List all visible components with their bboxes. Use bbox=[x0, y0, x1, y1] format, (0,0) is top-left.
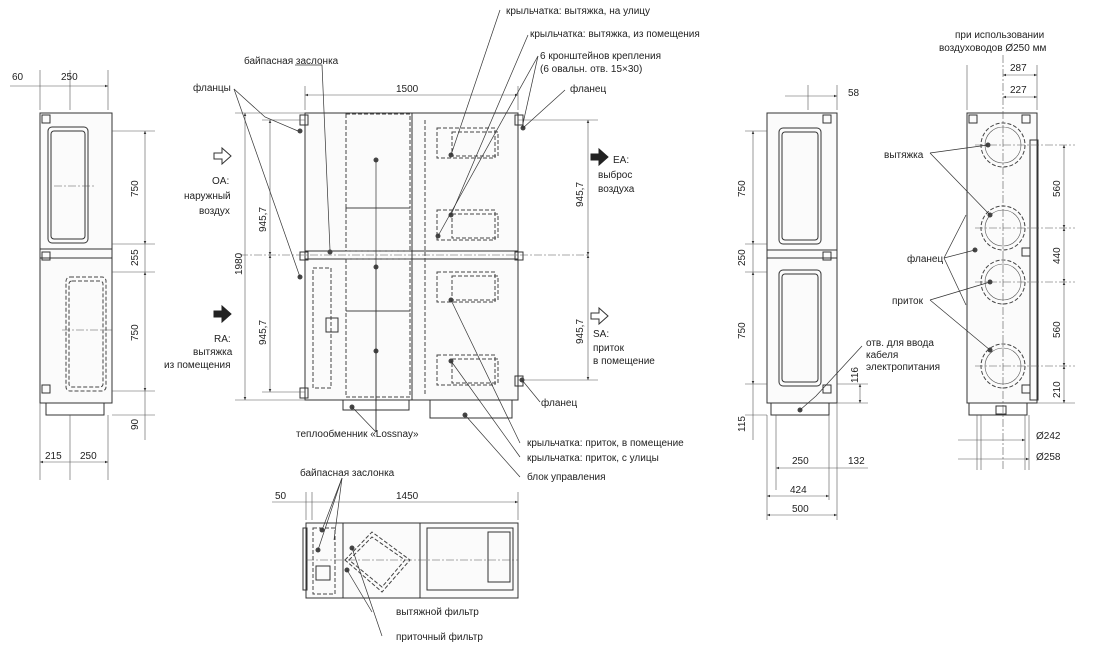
label-supply-filter: приточный фильтр bbox=[396, 631, 483, 643]
label-flange-r: фланец bbox=[907, 253, 943, 265]
callouts: байпасная заслонка фланцы крыльчатка: вы… bbox=[164, 6, 1046, 643]
dim-116: 116 bbox=[850, 367, 861, 383]
dim-945-d: 945,7 bbox=[575, 319, 586, 344]
dim-1980: 1980 bbox=[234, 252, 245, 275]
label-exhaust: вытяжка bbox=[884, 150, 924, 161]
label-fan-exhaust-outside: крыльчатка: вытяжка, на улицу bbox=[506, 6, 650, 17]
dim-60: 60 bbox=[12, 72, 24, 83]
dim-750-d: 750 bbox=[737, 322, 748, 339]
label-ea-2: выброс bbox=[598, 169, 632, 181]
label-bypass-damper: байпасная заслонка bbox=[244, 55, 339, 67]
ra-arrow-icon bbox=[213, 304, 232, 324]
dim-750-c: 750 bbox=[737, 180, 748, 197]
label-oa-1: OA: bbox=[212, 176, 229, 187]
label-sa-3: в помещение bbox=[593, 356, 655, 367]
dim-750-a: 750 bbox=[130, 180, 141, 197]
dim-945-b: 945,7 bbox=[258, 320, 269, 345]
dim-250-side: 250 bbox=[737, 249, 748, 266]
oa-arrow-icon bbox=[213, 146, 232, 166]
dim-210: 210 bbox=[1052, 381, 1063, 398]
dim-560-a: 560 bbox=[1052, 180, 1063, 197]
label-ea-3: воздуха bbox=[598, 184, 635, 195]
dim-287: 287 bbox=[1010, 63, 1027, 74]
side-view: 58 750 250 750 115 116 250 132 424 500 bbox=[737, 85, 868, 520]
label-oa-3: воздух bbox=[199, 206, 230, 217]
label-fan-supply-room: крыльчатка: приток, в помещение bbox=[527, 438, 684, 449]
dim-250-bottom: 250 bbox=[80, 451, 97, 462]
dim-424: 424 bbox=[790, 485, 807, 496]
dim-250-s2: 250 bbox=[792, 456, 809, 467]
dim-115: 115 bbox=[737, 416, 748, 432]
label-ducts-2: воздуховодов Ø250 мм bbox=[939, 43, 1046, 54]
dim-945-a: 945,7 bbox=[258, 207, 269, 232]
dim-1500: 1500 bbox=[396, 84, 419, 95]
label-sa-1: SA: bbox=[593, 329, 609, 340]
dim-250-top: 250 bbox=[61, 72, 78, 83]
left-end-view: 60 250 750 255 750 90 215 250 bbox=[10, 70, 155, 480]
label-flange: фланец bbox=[570, 83, 606, 95]
label-cable-2: кабеля bbox=[866, 349, 898, 361]
plan-view: 50 1450 bbox=[272, 477, 519, 637]
dim-560-b: 560 bbox=[1052, 321, 1063, 338]
label-ra-3: из помещения bbox=[164, 360, 231, 371]
right-end-view: 287 227 560 440 560 210 Ø242 Ø258 bbox=[929, 55, 1075, 470]
label-exhaust-filter: вытяжной фильтр bbox=[396, 606, 479, 618]
dim-500: 500 bbox=[792, 504, 809, 515]
dim-1450: 1450 bbox=[396, 491, 419, 502]
label-ra-1: RA: bbox=[214, 334, 231, 345]
label-ducts-1: при использовании bbox=[955, 30, 1044, 41]
dim-50: 50 bbox=[275, 491, 287, 502]
ea-arrow-icon bbox=[590, 147, 609, 167]
label-control-unit: блок управления bbox=[527, 471, 605, 483]
label-brackets-1: 6 кронштейнов крепления bbox=[540, 51, 661, 62]
label-oa-2: наружный bbox=[184, 191, 231, 202]
label-fan-supply-outside: крыльчатка: приток, с улицы bbox=[527, 453, 659, 464]
main-front-view: 1500 1980 945,7 945,7 945,7 945,7 bbox=[213, 9, 609, 478]
label-bypass-damper-plan: байпасная заслонка bbox=[300, 467, 395, 479]
dim-258: Ø258 bbox=[1036, 452, 1061, 463]
dim-255: 255 bbox=[130, 249, 141, 266]
dim-58: 58 bbox=[848, 88, 860, 99]
label-fan-exhaust-room: крыльчатка: вытяжка, из помещения bbox=[530, 29, 700, 40]
dim-215: 215 bbox=[45, 451, 62, 462]
label-ea-1: EA: bbox=[613, 155, 629, 166]
sa-arrow-icon bbox=[590, 306, 609, 326]
label-heat-exchanger: теплообменник «Lossnay» bbox=[296, 428, 419, 440]
dim-90: 90 bbox=[130, 418, 141, 430]
label-sa-2: приток bbox=[593, 343, 625, 354]
label-cable-1: отв. для ввода bbox=[866, 338, 934, 349]
dim-242: Ø242 bbox=[1036, 431, 1061, 442]
label-flange-bottom: фланец bbox=[541, 397, 577, 409]
label-ra-2: вытяжка bbox=[193, 347, 233, 358]
dim-227: 227 bbox=[1010, 85, 1027, 96]
dim-440: 440 bbox=[1052, 247, 1063, 264]
label-brackets-2: (6 овальн. отв. 15×30) bbox=[540, 64, 642, 75]
dim-750-b: 750 bbox=[130, 324, 141, 341]
label-cable-3: электропитания bbox=[866, 362, 940, 373]
label-supply: приток bbox=[892, 296, 924, 307]
dim-945-c: 945,7 bbox=[575, 182, 586, 207]
dim-132: 132 bbox=[848, 456, 865, 467]
label-flanges: фланцы bbox=[193, 82, 231, 94]
